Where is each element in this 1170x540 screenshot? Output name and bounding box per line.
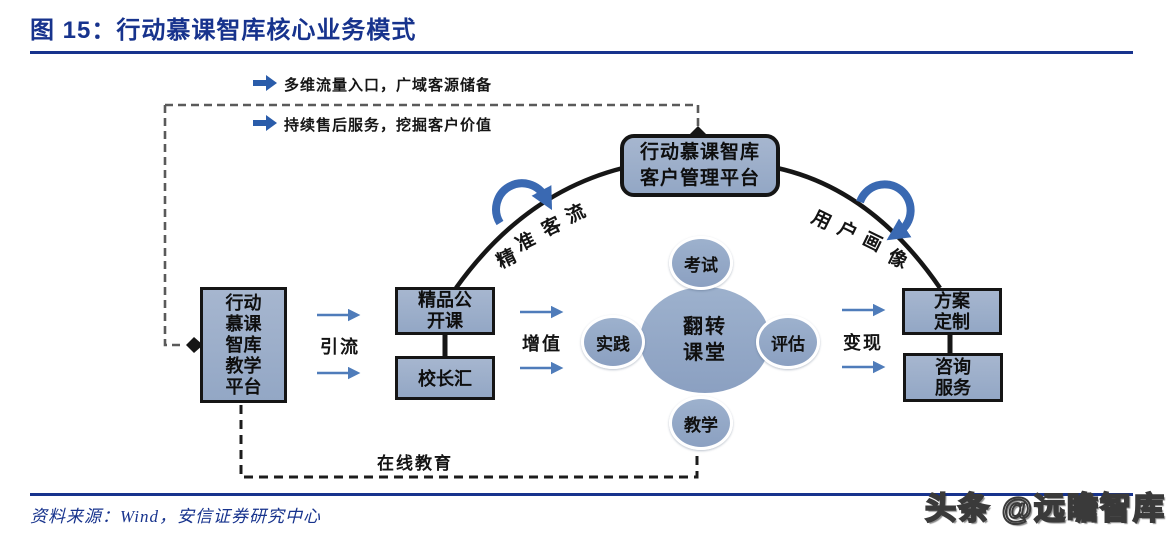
monetize-label: 变现 (843, 333, 883, 353)
flow-arrow-icon-2 (253, 115, 277, 131)
satellite-teaching-circle: 教学 (669, 396, 733, 450)
diamond-arrowhead-platform (186, 337, 203, 353)
flow-label-traffic: 多维流量入口，广域客源储备 (284, 77, 493, 94)
online-education-label: 在线教育 (377, 454, 453, 473)
stage-arrows (317, 303, 886, 380)
flow-arrow-icon-1 (253, 75, 277, 91)
satellite-evaluation-circle: 评估 (756, 315, 820, 369)
figure-title: 图 15：行动慕课智库核心业务模式 (30, 17, 417, 44)
arc-left-connector (454, 165, 624, 290)
cycle-arrow-left-icon (492, 179, 553, 226)
consulting-box: 咨询 服务 (903, 353, 1003, 402)
value-add-label: 增值 (522, 334, 562, 354)
attract-label: 引流 (320, 337, 360, 357)
cycle-arrow-right-icon (856, 180, 915, 241)
dashed-online-education-path (239, 405, 699, 479)
footer-divider (30, 493, 1133, 496)
arc-right-connector (776, 165, 942, 290)
satellite-practice-circle: 实践 (581, 315, 645, 369)
dashed-feedback-left-path (163, 105, 185, 347)
open-course-box: 精品公 开课 (395, 287, 495, 335)
principals-hub-box: 校长汇 (395, 356, 495, 400)
teaching-platform-box: 行动 慕课 智库 教学 平台 (200, 287, 287, 403)
watermark-text: 头条 @远瞻智库 (924, 490, 1166, 527)
flipped-classroom-circle: 翻转 课堂 (640, 287, 770, 393)
crm-platform-box: 行动慕课智库 客户管理平台 (620, 134, 780, 197)
solution-box: 方案 定制 (902, 288, 1002, 335)
title-divider (30, 51, 1133, 54)
dashed-feedback-top-path (165, 103, 700, 127)
source-text: 资料来源：Wind，安信证券研究中心 (30, 507, 321, 526)
flow-label-aftersales: 持续售后服务，挖掘客户价值 (284, 117, 493, 134)
satellite-exam-circle: 考试 (669, 236, 733, 290)
